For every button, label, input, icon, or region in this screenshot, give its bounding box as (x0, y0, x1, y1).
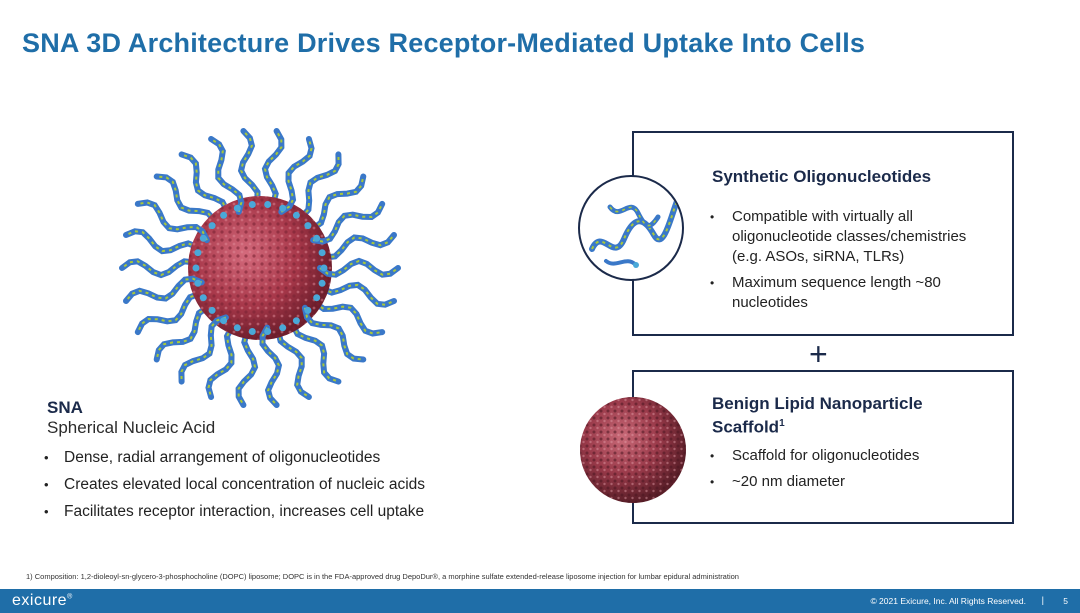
oligonucleotide-strand-highlight (277, 323, 310, 398)
oligonucleotide-strand-highlight (293, 154, 340, 220)
oligonucleotide-strand-highlight (121, 260, 201, 277)
oligonucleotide-strand (259, 324, 283, 408)
anchor-point (248, 201, 256, 208)
plus-sign: + (809, 336, 828, 372)
anchor-point (208, 222, 216, 230)
oligonucleotide-strand-highlight (303, 307, 364, 361)
exicure-logo: exicure® (12, 592, 73, 609)
anchor-point (318, 249, 326, 257)
footnote-marker: 1 (779, 418, 785, 429)
dna-strand-icon (578, 175, 684, 281)
list-item: •Scaffold for oligonucleotides (710, 447, 920, 464)
oligonucleotide-strand-highlight (210, 138, 243, 213)
list-item: •Compatible with virtually all oligonucl… (710, 208, 967, 265)
bullet-icon: • (710, 276, 715, 290)
list-item: •~20 nm diameter (710, 473, 845, 490)
oligonucleotide-strand-highlight (261, 327, 280, 406)
sna-heading: SNA (47, 398, 83, 417)
footnote: 1) Composition: 1,2-dioleoyl-sn-glycero-… (26, 572, 739, 581)
bullet-icon: • (710, 210, 715, 224)
anchor-point (264, 201, 272, 208)
anchor-point (279, 324, 287, 332)
anchor-point (194, 249, 202, 257)
oligonucleotide-strand-highlight (240, 130, 259, 209)
oligonucleotide-strand-highlight (155, 306, 216, 360)
spherical-nucleic-acid-illustration (119, 128, 401, 408)
bullet-icon: • (710, 475, 715, 489)
list-item: •Creates elevated local concentration of… (44, 476, 426, 493)
footer-bar: exicure® © 2021 Exicure, Inc. All Rights… (0, 589, 1080, 613)
oligonucleotide-strand-highlight (280, 138, 313, 213)
anchor-point (233, 324, 241, 332)
anchor-point (220, 211, 228, 219)
oligonucleotide-strand-highlight (125, 230, 203, 255)
anchor-point (313, 234, 321, 242)
oligonucleotide-strand-highlight (312, 295, 383, 335)
anchor-point (248, 328, 256, 335)
list-item: •Maximum sequence length ~80 nucleotides (710, 274, 941, 311)
oligonucleotide-strand-highlight (180, 316, 227, 382)
slide-title: SNA 3D Architecture Drives Receptor-Medi… (22, 28, 866, 58)
box-title: Synthetic Oligonucleotides (712, 167, 932, 186)
page-number: 5 (1063, 596, 1068, 606)
oligonucleotide-strand-highlight (304, 176, 365, 230)
anchor-point (318, 279, 326, 287)
anchor-point (208, 306, 216, 314)
anchor-point (192, 264, 200, 272)
oligonucleotide-strand-highlight (292, 317, 339, 383)
oligonucleotide-strand-highlight (181, 153, 228, 219)
synthetic-oligonucleotides-box: Synthetic Oligonucleotides •Compatible w… (632, 131, 1014, 336)
list-item: •Dense, radial arrangement of oligonucle… (44, 449, 381, 466)
bullet-icon: • (710, 449, 715, 463)
sna-bullet-list: •Dense, radial arrangement of oligonucle… (44, 449, 425, 530)
oligonucleotide-strand-highlight (237, 326, 257, 406)
oligonucleotide-strand-highlight (312, 203, 384, 243)
oligonucleotide-strand-highlight (317, 281, 395, 306)
oligonucleotide-strand-highlight (263, 130, 283, 210)
oligonucleotide-strand-highlight (136, 293, 208, 333)
anchor-point (292, 317, 300, 325)
oligonucleotide-strand-highlight (125, 277, 203, 302)
oligonucleotide-strand-highlight (319, 259, 399, 276)
anchor-point (313, 294, 321, 302)
anchor-point (264, 328, 272, 335)
anchor-point (320, 264, 328, 272)
box-bullet-list: •Scaffold for oligonucleotides •~20 nm d… (710, 446, 990, 498)
box-title: Benign Lipid Nanoparticle Scaffold1 (712, 394, 923, 437)
bullet-icon: • (44, 504, 49, 519)
list-item: •Facilitates receptor interaction, incre… (44, 503, 425, 520)
bullet-icon: • (44, 477, 49, 492)
bullet-icon: • (44, 450, 49, 465)
lipid-nanoparticle-icon (580, 397, 686, 503)
anchor-point (292, 211, 300, 219)
anchor-point (199, 294, 207, 302)
copyright-text: © 2021 Exicure, Inc. All Rights Reserved… (870, 596, 1026, 606)
box-bullet-list: •Compatible with virtually all oligonucl… (710, 207, 990, 319)
anchor-point (220, 317, 228, 325)
oligonucleotide-strand-highlight (207, 323, 240, 398)
anchor-point (304, 222, 312, 230)
anchor-point (199, 234, 207, 242)
anchor-point (304, 306, 312, 314)
oligonucleotide-strand-highlight (156, 175, 217, 229)
footer-separator: | (1041, 595, 1044, 605)
anchor-point (194, 279, 202, 287)
oligonucleotide-strand-highlight (317, 234, 395, 259)
anchor-point (279, 204, 287, 212)
sna-subheading: Spherical Nucleic Acid (47, 418, 216, 437)
anchor-point (233, 204, 241, 212)
oligonucleotide-strand-highlight (137, 201, 208, 241)
lipid-nanoparticle-box: Benign Lipid Nanoparticle Scaffold1 •Sca… (632, 370, 1014, 524)
